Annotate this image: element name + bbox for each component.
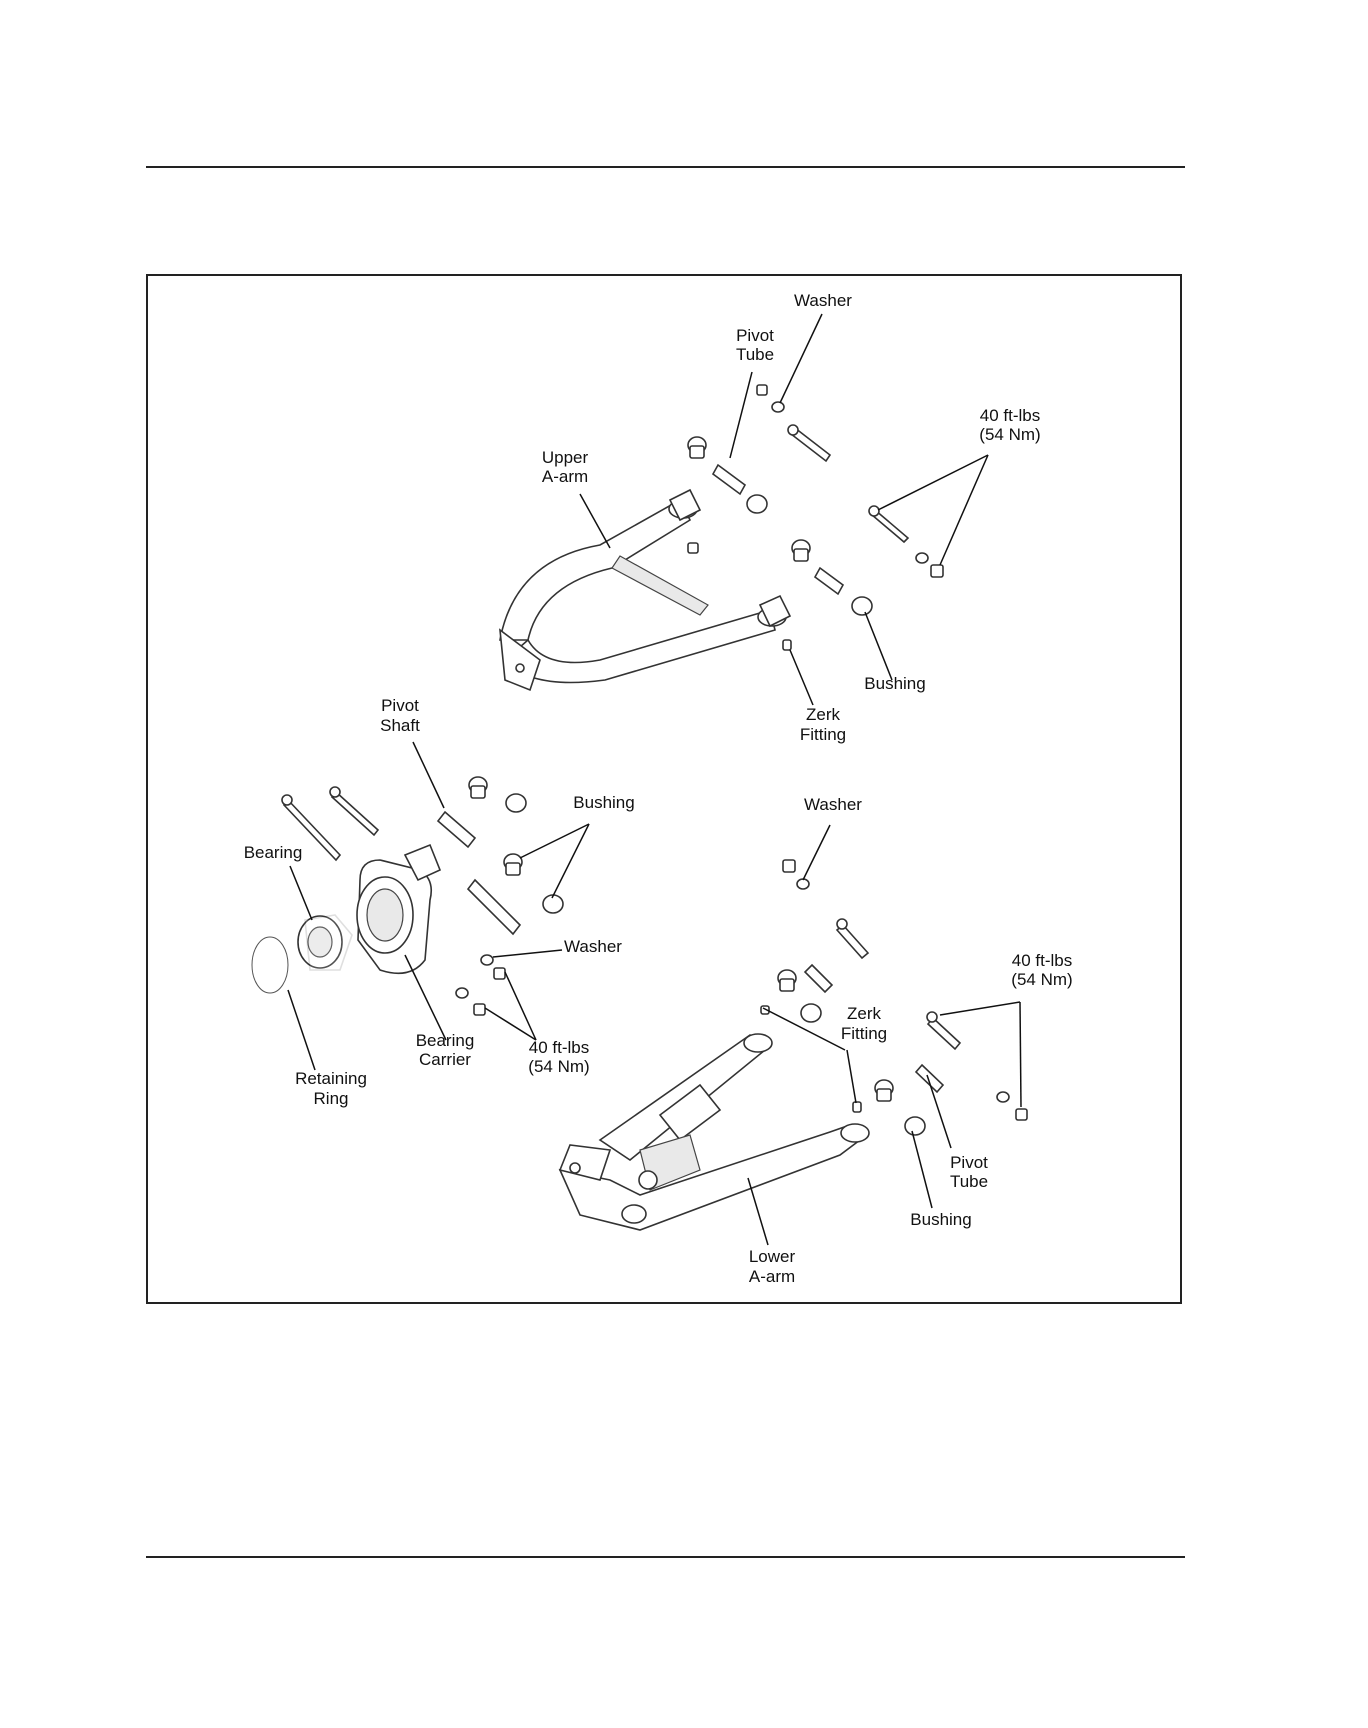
label-upper-torque-2: (54 Nm) [979, 425, 1040, 444]
label-lower-washer-top: Washer [804, 795, 862, 814]
label-mid-bushing: Bushing [573, 793, 634, 812]
label-upper-bushing: Bushing [864, 674, 925, 693]
label-bearing-carrier-2: Carrier [419, 1050, 471, 1069]
label-lower-torque-1: 40 ft-lbs [1012, 951, 1072, 970]
label-upper-pivot-tube-2: Tube [736, 345, 774, 364]
label-lower-arm-1: Lower [749, 1247, 796, 1266]
label-upper-washer: Washer [794, 291, 852, 310]
label-lower-torque-2: (54 Nm) [1011, 970, 1072, 989]
label-upper-arm-1: Upper [542, 448, 589, 467]
label-lower-bushing: Bushing [910, 1210, 971, 1229]
label-lower-pivot-tube-2: Tube [950, 1172, 988, 1191]
label-retaining-ring-1: Retaining [295, 1069, 367, 1088]
label-retaining-ring-2: Ring [314, 1089, 349, 1108]
label-bearing: Bearing [244, 843, 303, 862]
label-mid-washer: Washer [564, 937, 622, 956]
label-pivot-shaft-1: Pivot [381, 696, 419, 715]
label-lower-pivot-tube-1: Pivot [950, 1153, 988, 1172]
label-bearing-carrier-1: Bearing [416, 1031, 475, 1050]
label-upper-pivot-tube-1: Pivot [736, 326, 774, 345]
label-upper-zerk-2: Fitting [800, 725, 846, 744]
lower-a-arm [560, 1034, 869, 1230]
label-upper-torque-1: 40 ft-lbs [980, 406, 1040, 425]
upper-hardware [688, 385, 943, 650]
label-lower-arm-2: A-arm [749, 1267, 795, 1286]
label-lower-zerk-1: Zerk [847, 1004, 882, 1023]
lower-hardware [761, 860, 1027, 1135]
bearing-carrier-group [252, 777, 563, 1015]
label-lower-zerk-2: Fitting [841, 1024, 887, 1043]
label-mid-torque-1: 40 ft-lbs [529, 1038, 589, 1057]
label-upper-zerk-1: Zerk [806, 705, 841, 724]
label-upper-arm-2: A-arm [542, 467, 588, 486]
upper-a-arm [500, 490, 790, 690]
label-pivot-shaft-2: Shaft [380, 716, 420, 735]
label-mid-torque-2: (54 Nm) [528, 1057, 589, 1076]
